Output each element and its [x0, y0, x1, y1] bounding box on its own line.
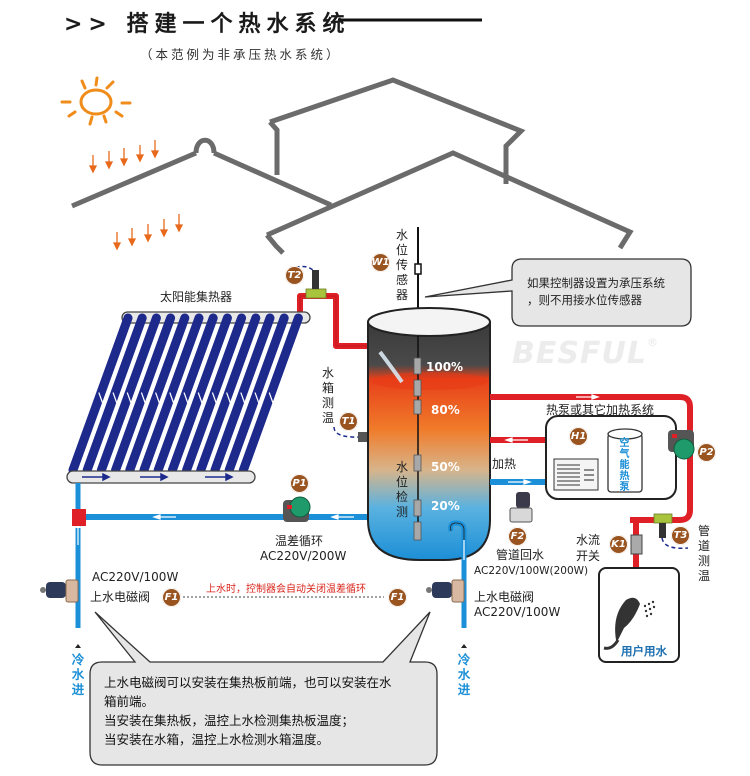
pressure-callout-text: 如果控制器设置为承压系统 ，则不用接水位传感器	[527, 275, 665, 309]
f2-spec: AC220V/100W(200W)	[474, 565, 589, 577]
tank-level-50: 50%	[431, 460, 460, 474]
tube-flow-arrow	[169, 392, 176, 408]
tube-flow-arrow	[112, 392, 119, 408]
w1-label: 水位传感器	[395, 228, 408, 302]
p2-pump-icon	[668, 430, 695, 460]
solar-collector	[66, 311, 311, 484]
hot-pipe-collector-to-tank	[297, 293, 368, 349]
p1-pump-icon	[283, 496, 311, 522]
f1-left-spec: AC220V/100W	[92, 570, 179, 584]
vacuum-tube	[210, 313, 275, 475]
tank-level-20: 20%	[431, 499, 460, 513]
vacuum-tube	[68, 313, 133, 475]
vacuum-tube	[82, 313, 147, 475]
f2-label: 管道回水	[496, 548, 545, 562]
tank-level-80: 80%	[431, 403, 460, 417]
tube-flow-arrow	[183, 392, 190, 408]
heat-pump-box	[545, 415, 677, 500]
t2-fitting	[305, 288, 327, 299]
p1-spec: AC220V/200W	[260, 549, 347, 563]
vacuum-tube	[96, 313, 161, 475]
f1-note: 上水时，控制器会自动关闭温差循环	[206, 584, 366, 595]
k1-label-line-2: 开关	[576, 549, 601, 563]
bottom-callout-line-2: 箱前端。	[104, 694, 155, 709]
vacuum-tube	[111, 313, 176, 475]
user-water-box	[598, 567, 680, 663]
f1-right-valve-icon	[426, 579, 465, 603]
t3-badge: T3	[671, 526, 690, 545]
vacuum-tube	[125, 313, 190, 475]
cold-water-in-right-label: 冷水进	[457, 652, 471, 697]
brand-watermark: BESFUL®	[512, 336, 659, 371]
t3-label: 管道测温	[697, 524, 710, 583]
p2-badge: P2	[697, 443, 716, 462]
tube-flow-arrow	[226, 392, 233, 408]
p1-badge: P1	[290, 474, 309, 493]
t1-label: 水箱测温	[321, 366, 334, 425]
bottom-callout-line-3: 当安装在集热板，温控上水检测集热板温度；	[104, 713, 355, 728]
tube-flow-arrow	[268, 392, 275, 408]
bottom-callout-text: 上水电磁阀可以安装在集热板前端，也可以安装在水 箱前端。 当安装在集热板，温控上…	[104, 673, 434, 749]
k1-badge: K1	[609, 535, 628, 554]
tube-flow-arrow	[98, 392, 105, 408]
water-tank	[367, 307, 491, 561]
page-title: >> 搭建一个热水系统	[64, 12, 351, 37]
t3-fitting	[653, 513, 673, 524]
cold-water-in-left-label: 冷水进	[71, 652, 85, 697]
tube-flow-arrow	[240, 392, 247, 408]
tube-flow-arrow	[197, 392, 204, 408]
vacuum-tube	[182, 313, 247, 475]
f1-left-badge: F1	[162, 588, 181, 607]
house-roof-outline	[71, 77, 634, 255]
bottom-callout-line-1: 上水电磁阀可以安装在集热板前端，也可以安装在水	[104, 675, 392, 690]
f1-left-valve-icon	[40, 579, 79, 603]
user-water-label: 用户用水	[621, 644, 667, 658]
t2-badge: T2	[285, 266, 304, 285]
f1-right-badge: F1	[388, 588, 407, 607]
vacuum-tube	[167, 313, 232, 475]
vacuum-tube	[196, 313, 261, 475]
f1-right-label: 上水电磁阀	[474, 590, 535, 604]
pressure-callout-bubble	[424, 258, 692, 327]
tank-level-100: 100%	[426, 360, 464, 374]
tube-flow-arrow	[126, 392, 133, 408]
bottom-callout-bubble	[89, 611, 438, 766]
tube-flow-arrow	[141, 392, 148, 408]
sunlight-arrows-upper	[88, 140, 160, 174]
pipe-tee-left	[72, 509, 86, 526]
vacuum-tube	[238, 313, 303, 475]
f2-badge: F2	[508, 527, 527, 546]
w1-badge: W1	[371, 253, 390, 272]
f2-valve-icon	[509, 492, 533, 523]
heating-label: 加热	[492, 457, 517, 471]
f1-right-spec: AC220V/100W	[474, 605, 561, 619]
collector-label: 太阳能集热器	[160, 290, 233, 304]
h1-badge: H1	[569, 427, 588, 446]
brand-registered-mark: ®	[646, 336, 659, 349]
heat-pump-cylinder-label: 空气能热泵	[619, 438, 630, 493]
tube-flow-arrow	[155, 392, 162, 408]
page-subtitle: （本范例为非承压热水系统）	[140, 47, 342, 62]
brand-name: BESFUL	[512, 336, 647, 371]
tube-flow-arrow	[254, 392, 261, 408]
k1-label-line-1: 水流	[576, 533, 601, 547]
p1-label: 温差循环	[275, 534, 324, 548]
k1-flow-switch	[630, 534, 643, 555]
shower-head-icon	[615, 597, 640, 640]
tube-flow-arrow	[212, 392, 219, 408]
tank-level-detect-label: 水位检测	[395, 460, 408, 519]
f1-left-label: 上水电磁阀	[90, 590, 151, 604]
vacuum-tube	[153, 313, 218, 475]
hot-pipe-heat-loop	[490, 394, 693, 523]
vacuum-tube	[224, 313, 289, 475]
pressure-callout-line-1: 如果控制器设置为承压系统	[527, 276, 665, 290]
sunlight-arrows-lower	[112, 214, 184, 251]
bottom-callout-line-4: 当安装在水箱，温控上水检测水箱温度。	[104, 732, 330, 747]
pressure-callout-line-2: ，则不用接水位传感器	[527, 293, 642, 307]
heat-system-label: 热泵或其它加热系统	[546, 403, 655, 417]
vacuum-tube	[139, 313, 204, 475]
t1-badge: T1	[339, 412, 358, 431]
sun-icon	[60, 76, 132, 126]
t1-sensor-cable	[333, 426, 361, 438]
